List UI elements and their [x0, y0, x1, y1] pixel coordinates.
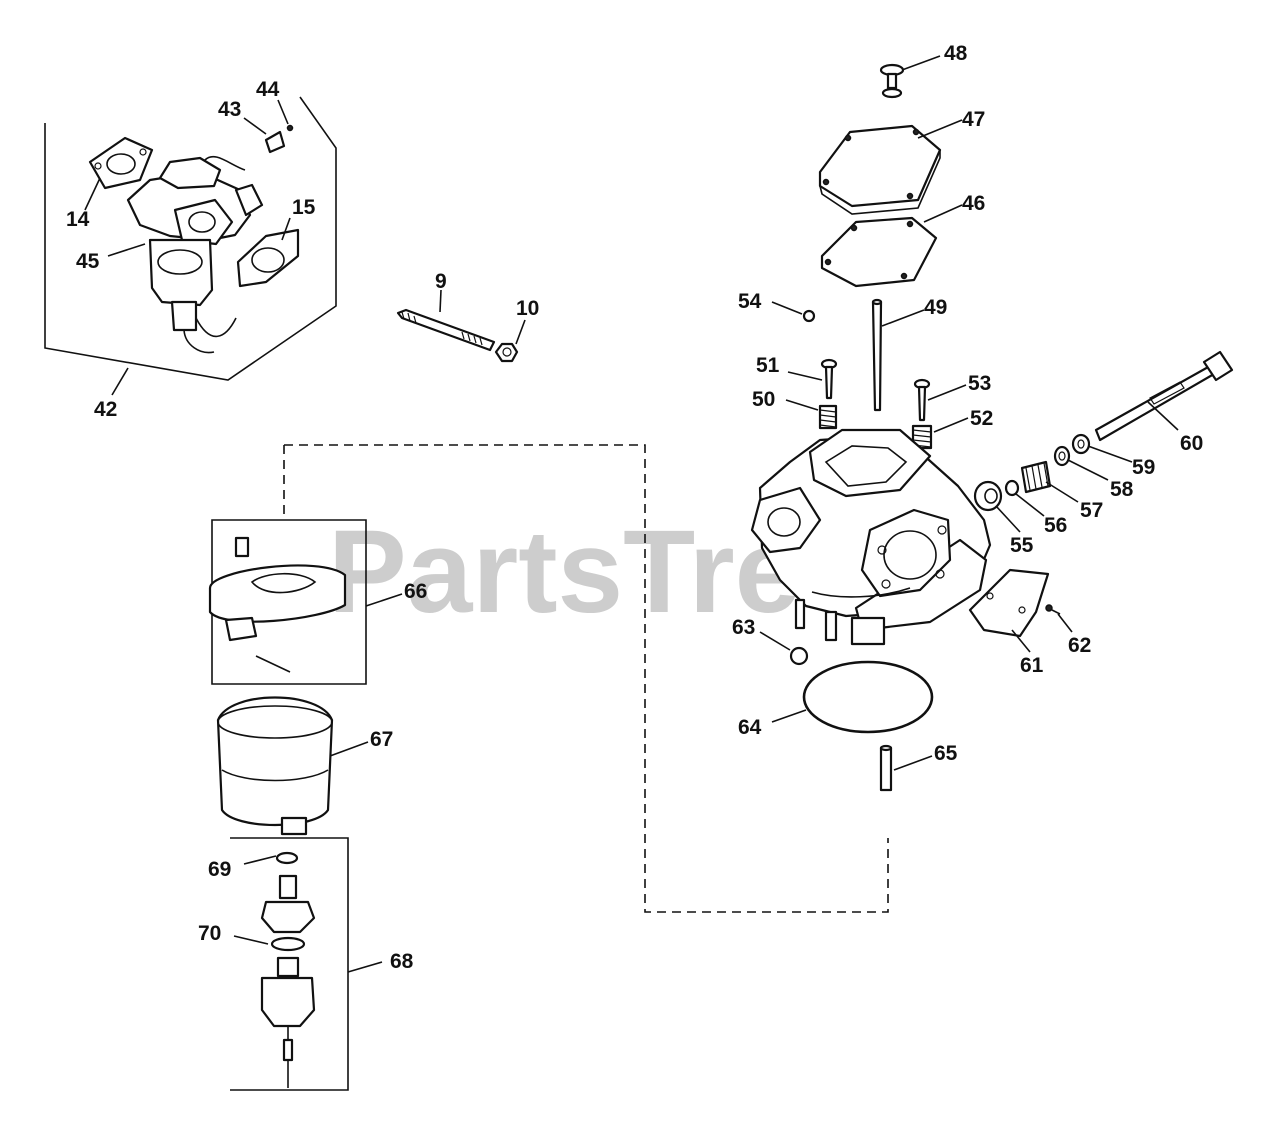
bowl-67 [216, 696, 334, 836]
callout-47: 47 [962, 108, 985, 131]
leader-lines [84, 55, 1179, 973]
oring-64 [802, 660, 934, 734]
callout-43: 43 [218, 98, 241, 121]
callout-42: 42 [94, 398, 117, 421]
screw-53 [913, 378, 931, 422]
callout-14: 14 [66, 208, 90, 231]
callout-63: 63 [732, 616, 755, 639]
screw-48 [879, 63, 905, 99]
callout-51: 51 [756, 354, 780, 377]
gasket-15 [236, 228, 300, 288]
plate-61 [968, 568, 1050, 638]
spring-57 [1020, 460, 1052, 494]
callout-59: 59 [1132, 456, 1155, 479]
washer-56 [1004, 479, 1020, 497]
exploded-view-guide [283, 444, 889, 913]
callout-69: 69 [208, 858, 231, 881]
callout-52: 52 [970, 407, 993, 430]
callout-61: 61 [1020, 654, 1044, 677]
callout-55: 55 [1010, 534, 1034, 557]
callout-70: 70 [198, 922, 221, 945]
fuel-solenoid-frame-68 [230, 837, 349, 1091]
seal-55 [973, 480, 1003, 512]
callout-60: 60 [1180, 432, 1203, 455]
callout-68: 68 [390, 950, 414, 973]
callout-65: 65 [934, 742, 958, 765]
callout-9: 9 [435, 270, 447, 293]
washer-58 [1053, 445, 1071, 467]
stud-9 [396, 308, 496, 352]
float-frame-66 [208, 519, 367, 685]
bracket-43 [264, 130, 286, 154]
callout-62: 62 [1068, 634, 1091, 657]
callout-10: 10 [516, 297, 539, 320]
carburetor-body [750, 428, 992, 646]
callout-15: 15 [292, 196, 316, 219]
washer-59 [1071, 433, 1091, 455]
callout-64: 64 [738, 716, 762, 739]
callout-46: 46 [962, 192, 985, 215]
plug-63 [789, 646, 809, 666]
shaft-60 [1094, 350, 1234, 442]
callout-54: 54 [738, 290, 762, 313]
callout-48: 48 [944, 42, 968, 65]
assembly-42-frame [44, 96, 337, 381]
callout-56: 56 [1044, 514, 1067, 537]
callout-57: 57 [1080, 499, 1103, 522]
callout-45: 45 [76, 250, 100, 273]
callout-66: 66 [404, 580, 427, 603]
tube-49 [871, 298, 883, 412]
spring-50 [818, 404, 838, 430]
callout-49: 49 [924, 296, 947, 319]
screw-44 [286, 124, 294, 132]
screw-51 [820, 358, 838, 400]
plug-54 [802, 309, 816, 323]
callout-44: 44 [256, 78, 280, 101]
cover-47 [818, 124, 942, 215]
callout-labels: 14 15 42 43 44 45 9 10 48 47 46 54 49 51… [66, 42, 1203, 973]
nut-10 [494, 342, 519, 363]
gasket-46 [820, 216, 938, 288]
callout-50: 50 [752, 388, 775, 411]
callout-53: 53 [968, 372, 991, 395]
callout-67: 67 [370, 728, 393, 751]
screw-62 [1045, 604, 1061, 615]
gasket-14 [88, 136, 154, 190]
carburetor-assembly-45 [126, 155, 264, 354]
callout-58: 58 [1110, 478, 1134, 501]
pin-65 [879, 744, 893, 792]
